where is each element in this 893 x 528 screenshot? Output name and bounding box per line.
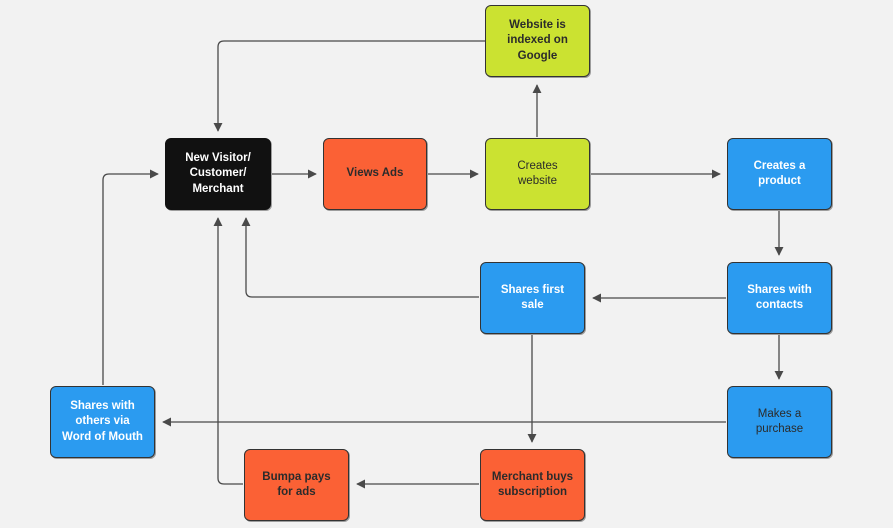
edge-word-of-mouth-new-visitor <box>102 169 159 385</box>
node-label-merchant-buys: Merchant buys subscription <box>491 470 574 498</box>
node-creates-product[interactable]: Creates a product <box>727 138 832 210</box>
node-makes-purchase[interactable]: Makes a purchase <box>727 386 832 458</box>
edge-bumpa-pays-new-visitor <box>213 217 243 485</box>
node-website-indexed[interactable]: Website is indexed on Google <box>485 5 590 77</box>
node-label-views-ads: Views Ads <box>346 167 404 180</box>
edge-shares-first-sale-new-visitor <box>241 217 479 298</box>
edge-website-indexed-new-visitor <box>213 40 485 132</box>
node-shares-contacts[interactable]: Shares with contacts <box>727 262 832 334</box>
node-merchant-buys[interactable]: Merchant buys subscription <box>480 449 585 521</box>
node-label-shares-contacts: Shares with contacts <box>747 283 812 311</box>
node-label-makes-purchase: Makes a purchase <box>755 407 804 435</box>
node-label-shares-word-of-mouth: Shares with others via Word of Mouth <box>62 400 143 443</box>
node-shares-first-sale[interactable]: Shares first sale <box>480 262 585 334</box>
node-label-new-visitor: New Visitor/ Customer/ Merchant <box>185 152 251 195</box>
node-label-website-indexed: Website is indexed on Google <box>507 19 568 62</box>
node-label-creates-website: Creates website <box>517 159 558 187</box>
node-label-shares-first-sale: Shares first sale <box>500 283 565 311</box>
node-label-creates-product: Creates a product <box>753 159 806 187</box>
node-shares-word-of-mouth[interactable]: Shares with others via Word of Mouth <box>50 386 155 458</box>
node-creates-website[interactable]: Creates website <box>485 138 590 210</box>
node-label-bumpa-pays: Bumpa pays for ads <box>262 470 331 498</box>
node-new-visitor[interactable]: New Visitor/ Customer/ Merchant <box>165 138 271 210</box>
node-bumpa-pays[interactable]: Bumpa pays for ads <box>244 449 349 521</box>
node-views-ads[interactable]: Views Ads <box>323 138 427 210</box>
